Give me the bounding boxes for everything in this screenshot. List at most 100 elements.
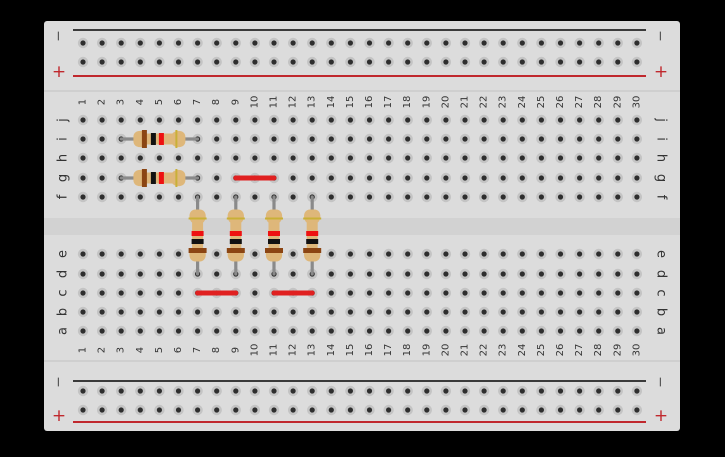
terminal-hole-i24[interactable] <box>517 133 528 145</box>
terminal-hole-b30[interactable] <box>631 306 643 318</box>
terminal-hole-j9[interactable] <box>230 114 241 126</box>
terminal-hole-a20[interactable] <box>440 325 452 337</box>
rail-hole-positive[interactable] <box>287 56 299 68</box>
terminal-hole-e30[interactable] <box>631 248 643 260</box>
terminal-hole-e18[interactable] <box>402 248 413 260</box>
rail-hole-positive[interactable] <box>345 404 356 416</box>
terminal-hole-c19[interactable] <box>421 287 432 299</box>
rail-hole-positive[interactable] <box>230 56 241 68</box>
resistor-R5[interactable] <box>265 195 283 276</box>
terminal-hole-g25[interactable] <box>536 172 547 184</box>
terminal-hole-f29[interactable] <box>612 191 623 203</box>
terminal-hole-f6[interactable] <box>173 191 184 203</box>
terminal-hole-j6[interactable] <box>173 114 184 126</box>
rail-hole-positive[interactable] <box>555 404 566 416</box>
terminal-hole-b26[interactable] <box>555 306 566 318</box>
rail-hole-positive[interactable] <box>116 404 127 416</box>
rail-hole-positive[interactable] <box>478 404 490 416</box>
terminal-hole-c16[interactable] <box>364 287 375 299</box>
rail-hole-negative[interactable] <box>154 385 165 397</box>
rail-hole-negative[interactable] <box>116 37 127 49</box>
terminal-hole-f5[interactable] <box>154 191 165 203</box>
terminal-hole-f4[interactable] <box>135 191 146 203</box>
terminal-hole-i17[interactable] <box>383 133 394 145</box>
terminal-hole-c30[interactable] <box>631 287 643 299</box>
rail-hole-positive[interactable] <box>498 404 509 416</box>
terminal-hole-d10[interactable] <box>249 268 261 280</box>
terminal-hole-g18[interactable] <box>402 172 413 184</box>
terminal-hole-c28[interactable] <box>593 287 604 299</box>
terminal-hole-g2[interactable] <box>96 172 108 184</box>
terminal-hole-a25[interactable] <box>536 325 547 337</box>
terminal-hole-c14[interactable] <box>326 287 337 299</box>
terminal-hole-j5[interactable] <box>154 114 165 126</box>
terminal-hole-b4[interactable] <box>135 306 146 318</box>
rail-hole-positive[interactable] <box>440 56 452 68</box>
terminal-hole-g13[interactable] <box>307 172 318 184</box>
terminal-hole-i13[interactable] <box>307 133 318 145</box>
terminal-hole-a16[interactable] <box>364 325 375 337</box>
terminal-hole-a6[interactable] <box>173 325 184 337</box>
terminal-hole-h23[interactable] <box>498 152 509 164</box>
terminal-hole-j18[interactable] <box>402 114 413 126</box>
terminal-hole-a29[interactable] <box>612 325 623 337</box>
terminal-hole-d22[interactable] <box>478 268 490 280</box>
terminal-hole-b18[interactable] <box>402 306 413 318</box>
terminal-hole-d1[interactable] <box>77 268 89 280</box>
rail-hole-negative[interactable] <box>440 37 452 49</box>
terminal-hole-c10[interactable] <box>249 287 261 299</box>
terminal-hole-d2[interactable] <box>96 268 108 280</box>
rail-hole-negative[interactable] <box>96 37 108 49</box>
rail-hole-positive[interactable] <box>211 404 222 416</box>
terminal-hole-a21[interactable] <box>459 325 471 337</box>
rail-hole-negative[interactable] <box>536 385 547 397</box>
terminal-hole-j13[interactable] <box>307 114 318 126</box>
terminal-hole-b27[interactable] <box>574 306 585 318</box>
terminal-hole-h16[interactable] <box>364 152 375 164</box>
terminal-hole-g27[interactable] <box>574 172 585 184</box>
terminal-hole-a2[interactable] <box>96 325 108 337</box>
terminal-hole-f14[interactable] <box>326 191 337 203</box>
terminal-hole-c5[interactable] <box>154 287 165 299</box>
terminal-hole-h1[interactable] <box>77 152 89 164</box>
terminal-hole-c4[interactable] <box>135 287 146 299</box>
terminal-hole-c17[interactable] <box>383 287 394 299</box>
terminal-hole-i9[interactable] <box>230 133 241 145</box>
rail-hole-negative[interactable] <box>440 385 452 397</box>
terminal-hole-b23[interactable] <box>498 306 509 318</box>
rail-hole-positive[interactable] <box>593 56 604 68</box>
terminal-hole-f19[interactable] <box>421 191 432 203</box>
rail-hole-negative[interactable] <box>287 37 299 49</box>
rail-hole-negative[interactable] <box>326 385 337 397</box>
terminal-hole-g1[interactable] <box>77 172 89 184</box>
terminal-hole-e23[interactable] <box>498 248 509 260</box>
terminal-hole-a24[interactable] <box>517 325 528 337</box>
terminal-hole-a7[interactable] <box>192 325 203 337</box>
rail-hole-negative[interactable] <box>612 385 623 397</box>
rail-hole-positive[interactable] <box>459 56 471 68</box>
rail-hole-negative[interactable] <box>249 37 261 49</box>
terminal-hole-j28[interactable] <box>593 114 604 126</box>
terminal-hole-a5[interactable] <box>154 325 165 337</box>
terminal-hole-d19[interactable] <box>421 268 432 280</box>
terminal-hole-g23[interactable] <box>498 172 509 184</box>
terminal-hole-i21[interactable] <box>459 133 471 145</box>
terminal-hole-e19[interactable] <box>421 248 432 260</box>
terminal-hole-j8[interactable] <box>211 114 222 126</box>
terminal-hole-c15[interactable] <box>345 287 356 299</box>
terminal-hole-d6[interactable] <box>173 268 184 280</box>
rail-hole-positive[interactable] <box>593 404 604 416</box>
rail-hole-negative[interactable] <box>517 385 528 397</box>
terminal-hole-f28[interactable] <box>593 191 604 203</box>
terminal-hole-h29[interactable] <box>612 152 623 164</box>
terminal-hole-j4[interactable] <box>135 114 146 126</box>
terminal-hole-d18[interactable] <box>402 268 413 280</box>
rail-hole-positive[interactable] <box>154 404 165 416</box>
terminal-hole-a19[interactable] <box>421 325 432 337</box>
rail-hole-positive[interactable] <box>173 404 184 416</box>
terminal-hole-a12[interactable] <box>287 325 299 337</box>
rail-hole-negative[interactable] <box>287 385 299 397</box>
rail-hole-negative[interactable] <box>326 37 337 49</box>
rail-hole-negative[interactable] <box>249 385 261 397</box>
rail-hole-negative[interactable] <box>230 385 241 397</box>
